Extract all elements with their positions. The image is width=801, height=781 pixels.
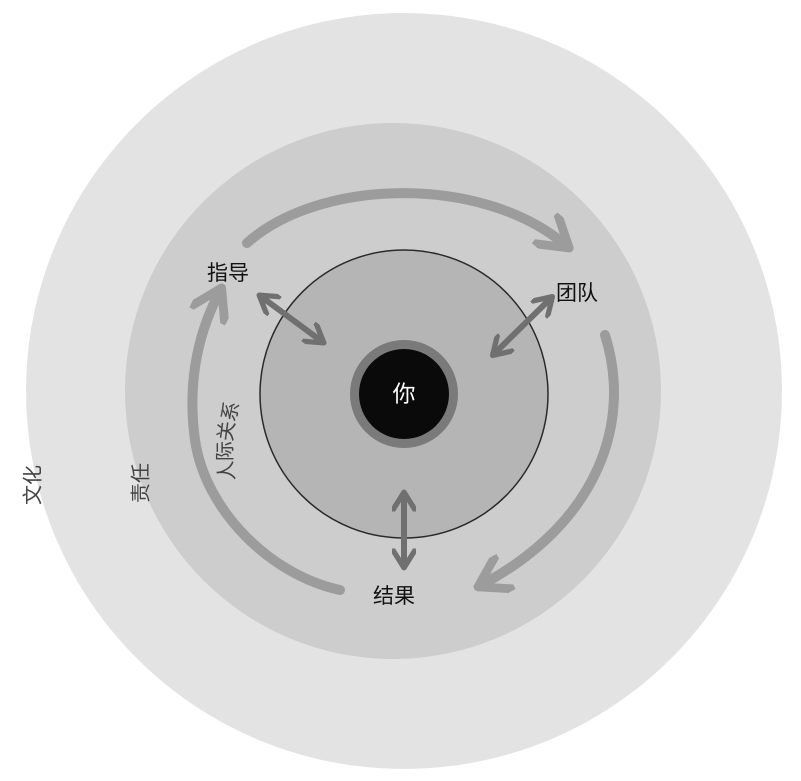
node-label-guidance: 指导: [207, 261, 249, 285]
layer-label-culture: 文化: [21, 465, 45, 505]
node-label-results: 结果: [373, 584, 415, 608]
double-arrow-team-center: [496, 300, 549, 352]
node-label-team: 团队: [556, 281, 598, 305]
cycle-arrow-guidance-to-team: [242, 188, 563, 243]
layer-label-responsibility: 责任: [129, 463, 153, 503]
double-arrow-guidance-center: [263, 298, 320, 340]
cycle-arrow-team-to-results: [485, 330, 619, 583]
center-label-you: 你: [393, 382, 416, 408]
cycle-arrow-results-to-guidance: [187, 295, 345, 595]
core-you: [359, 349, 449, 439]
